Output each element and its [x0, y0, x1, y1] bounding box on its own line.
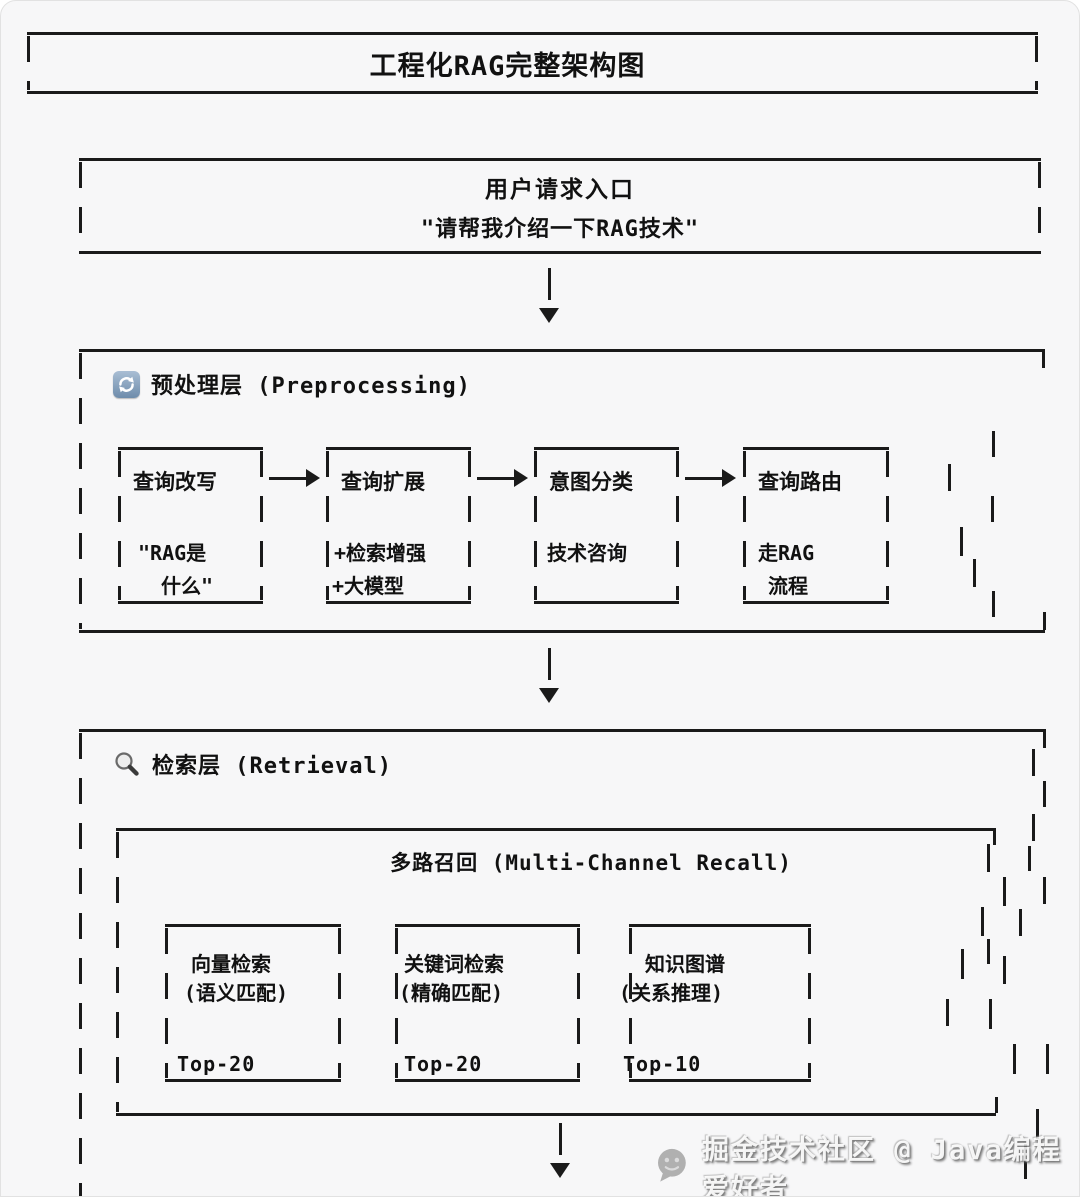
- flow-arrow-down: [538, 268, 560, 323]
- flow-arrow-down: [538, 648, 560, 703]
- stray-dash: [961, 949, 964, 979]
- stray-dash: [991, 496, 994, 522]
- retrieval-label: 检索层 (Retrieval): [152, 754, 392, 779]
- stray-dash: [1003, 877, 1006, 906]
- stray-dash: [989, 999, 992, 1029]
- stray-dash: [1032, 749, 1035, 776]
- stray-dash: [1013, 1044, 1016, 1074]
- preprocessing-label: 预处理层 (Preprocessing): [151, 374, 471, 399]
- flow-arrow-right: [685, 469, 736, 487]
- flow-arrow-down: [549, 1123, 571, 1178]
- preprocessing-header: 预处理层 (Preprocessing): [113, 368, 471, 400]
- flow-arrow-right: [477, 469, 528, 487]
- stray-dash: [987, 844, 990, 872]
- stray-dash: [973, 559, 976, 587]
- stray-dash: [993, 831, 996, 845]
- chat-bubble-icon: [653, 1145, 693, 1189]
- stray-dash: [948, 464, 951, 491]
- stray-dash: [1036, 1109, 1039, 1139]
- user-request-query: "请帮我介绍一下RAG技术": [420, 216, 700, 242]
- refresh-icon: [113, 370, 140, 398]
- channel-knowledge-graph: 知识图谱 (关系推理) Top-10: [619, 924, 811, 1082]
- stray-dash: [1003, 956, 1006, 984]
- recall-title: 多路召回 (Multi-Channel Recall): [390, 851, 792, 875]
- stray-dash: [1046, 1044, 1049, 1074]
- preprocessing-layer-box: 预处理层 (Preprocessing) 查询改写 "RAG是 什么" 查询扩展…: [79, 349, 1046, 633]
- stray-dash: [1043, 732, 1046, 748]
- channel-keyword-search: 关键词检索 (精确匹配) Top-20: [395, 924, 580, 1082]
- retrieval-header: 检索层 (Retrieval): [113, 748, 392, 780]
- multi-channel-recall-box: 多路召回 (Multi-Channel Recall) 向量检索 (语义匹配) …: [116, 828, 998, 1116]
- channel-vector-search: 向量检索 (语义匹配) Top-20: [165, 924, 341, 1082]
- diagram-title-box: 工程化RAG完整架构图: [27, 32, 1038, 94]
- stray-dash: [1043, 781, 1046, 807]
- stray-dash: [946, 999, 949, 1026]
- step-intent-classification: 意图分类 技术咨询: [534, 447, 679, 604]
- stray-dash: [1028, 846, 1031, 871]
- stray-dash: [1019, 909, 1022, 936]
- stray-dash: [1042, 352, 1045, 368]
- stray-dash: [992, 431, 995, 457]
- stray-dash: [1043, 877, 1046, 904]
- stray-dash: [960, 527, 963, 556]
- flow-arrow-right: [269, 469, 320, 487]
- user-request-box: 用户请求入口 "请帮我介绍一下RAG技术": [79, 158, 1041, 254]
- step-query-routing: 查询路由 走RAG 流程: [743, 447, 889, 604]
- diagram-title: 工程化RAG完整架构图: [369, 50, 646, 82]
- step-query-expansion: 查询扩展 +检索增强 +大模型: [326, 447, 471, 604]
- user-request-title: 用户请求入口: [485, 176, 635, 203]
- stray-dash: [1032, 814, 1035, 841]
- stray-dash: [1024, 1144, 1027, 1179]
- stray-dash: [981, 907, 984, 936]
- stray-dash: [987, 939, 990, 964]
- stray-dash: [992, 591, 995, 617]
- watermark-text: 掘金技术社区 @ Java编程爱好者: [702, 1135, 1062, 1197]
- stray-dash: [995, 1097, 998, 1113]
- step-query-rewrite: 查询改写 "RAG是 什么": [118, 447, 263, 604]
- stray-dash: [1043, 612, 1046, 630]
- retrieval-layer-box: 检索层 (Retrieval) 多路召回 (Multi-Channel Reca…: [79, 729, 1049, 1196]
- watermark: 掘金技术社区 @ Java编程爱好者: [653, 1128, 1079, 1197]
- search-icon: [113, 750, 141, 778]
